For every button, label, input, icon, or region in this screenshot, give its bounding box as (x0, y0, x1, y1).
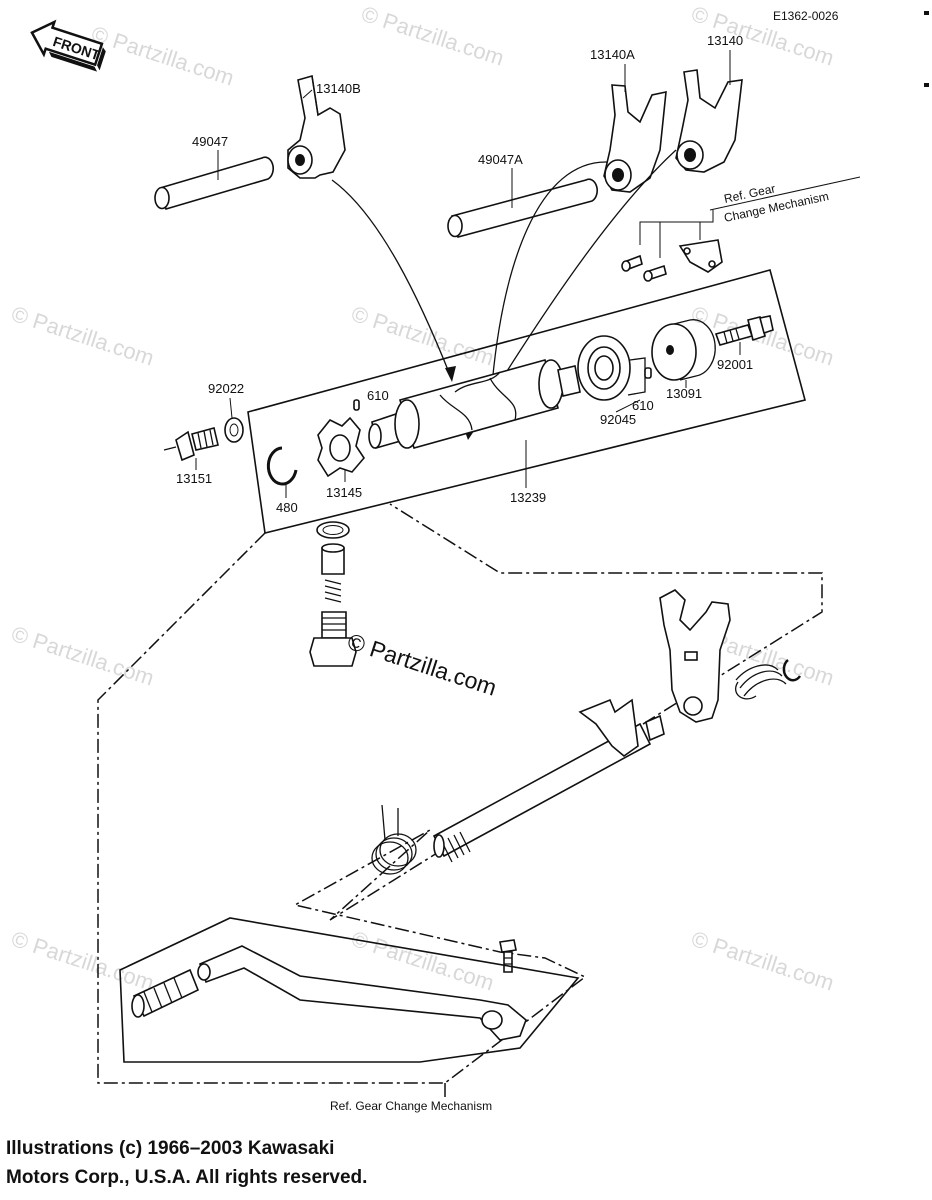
watermark-4: © Partzilla.com (8, 301, 157, 371)
shaft-49047A (447, 178, 599, 238)
label-49047A: 49047A (478, 152, 523, 167)
watermark-11: © Partzilla.com (688, 926, 837, 996)
corner-mark-1 (924, 11, 929, 15)
shift-fork-13140 (675, 69, 743, 173)
drum-plate-13145 (317, 416, 366, 478)
label-13140B: 13140B (316, 81, 361, 96)
drum-assembly-box (247, 269, 806, 534)
bolt-92001 (714, 315, 774, 346)
shift-drum-13239 (368, 359, 581, 450)
watermark-2: © Partzilla.com (358, 1, 507, 71)
watermark-1: © Partzilla.com (88, 21, 237, 91)
label-610-left: 610 (367, 388, 389, 403)
torsion-spring (371, 804, 417, 875)
label-92001: 92001 (717, 357, 753, 372)
center-watermark: © Partzilla.com (344, 628, 499, 701)
label-13140: 13140 (707, 33, 743, 48)
label-480: 480 (276, 500, 298, 515)
copyright-line-1: Illustrations (c) 1966–2003 Kawasaki (6, 1138, 335, 1159)
bolt-pair (621, 254, 667, 282)
copyright-notice: Illustrations (c) 1966–2003 Kawasaki Mot… (6, 1134, 367, 1192)
circlip-480 (266, 446, 298, 486)
return-spring (735, 664, 787, 700)
ref-gear-bottom: Ref. Gear Change Mechanism (330, 1099, 492, 1113)
shift-lever-plate (659, 589, 731, 723)
neutral-switch-13151 (163, 427, 219, 462)
label-13239: 13239 (510, 490, 546, 505)
pedal-box (119, 917, 580, 1063)
label-13140A: 13140A (590, 47, 635, 62)
fork-guide-curve-2 (489, 161, 609, 411)
label-49047: 49047 (192, 134, 228, 149)
shift-fork-13140A (603, 84, 667, 193)
shift-rubber (131, 968, 200, 1018)
fork-guide-curve-1 (331, 179, 451, 376)
watermark-7: © Partzilla.com (8, 621, 157, 691)
label-13145: 13145 (326, 485, 362, 500)
label-13091: 13091 (666, 386, 702, 401)
label-13151: 13151 (176, 471, 212, 486)
label-92022: 92022 (208, 381, 244, 396)
shift-shaft (432, 698, 665, 863)
detent-assembly (309, 521, 357, 667)
copyright-line-2: Motors Corp., U.S.A. All rights reserved… (6, 1167, 368, 1188)
shaft-49047 (154, 156, 275, 210)
fork-pointer-1 (445, 366, 456, 382)
diagram-id: E1362-0026 (773, 9, 839, 23)
corner-mark-2 (924, 83, 929, 87)
shift-fork-13140B (287, 74, 346, 179)
label-92045: 92045 (600, 412, 636, 427)
label-610-right: 610 (632, 398, 654, 413)
small-circlip (782, 659, 802, 682)
pin-610-left (353, 399, 360, 411)
shift-pedal (197, 945, 527, 1041)
gear-change-boundary (97, 503, 823, 1084)
pedal-bolt (499, 939, 517, 973)
stopper-plate (678, 239, 723, 273)
bearing-92045 (577, 335, 646, 401)
cam-plate-13091 (651, 319, 716, 381)
watermark-9: © Partzilla.com (8, 926, 157, 996)
pin-610-right (644, 367, 652, 379)
